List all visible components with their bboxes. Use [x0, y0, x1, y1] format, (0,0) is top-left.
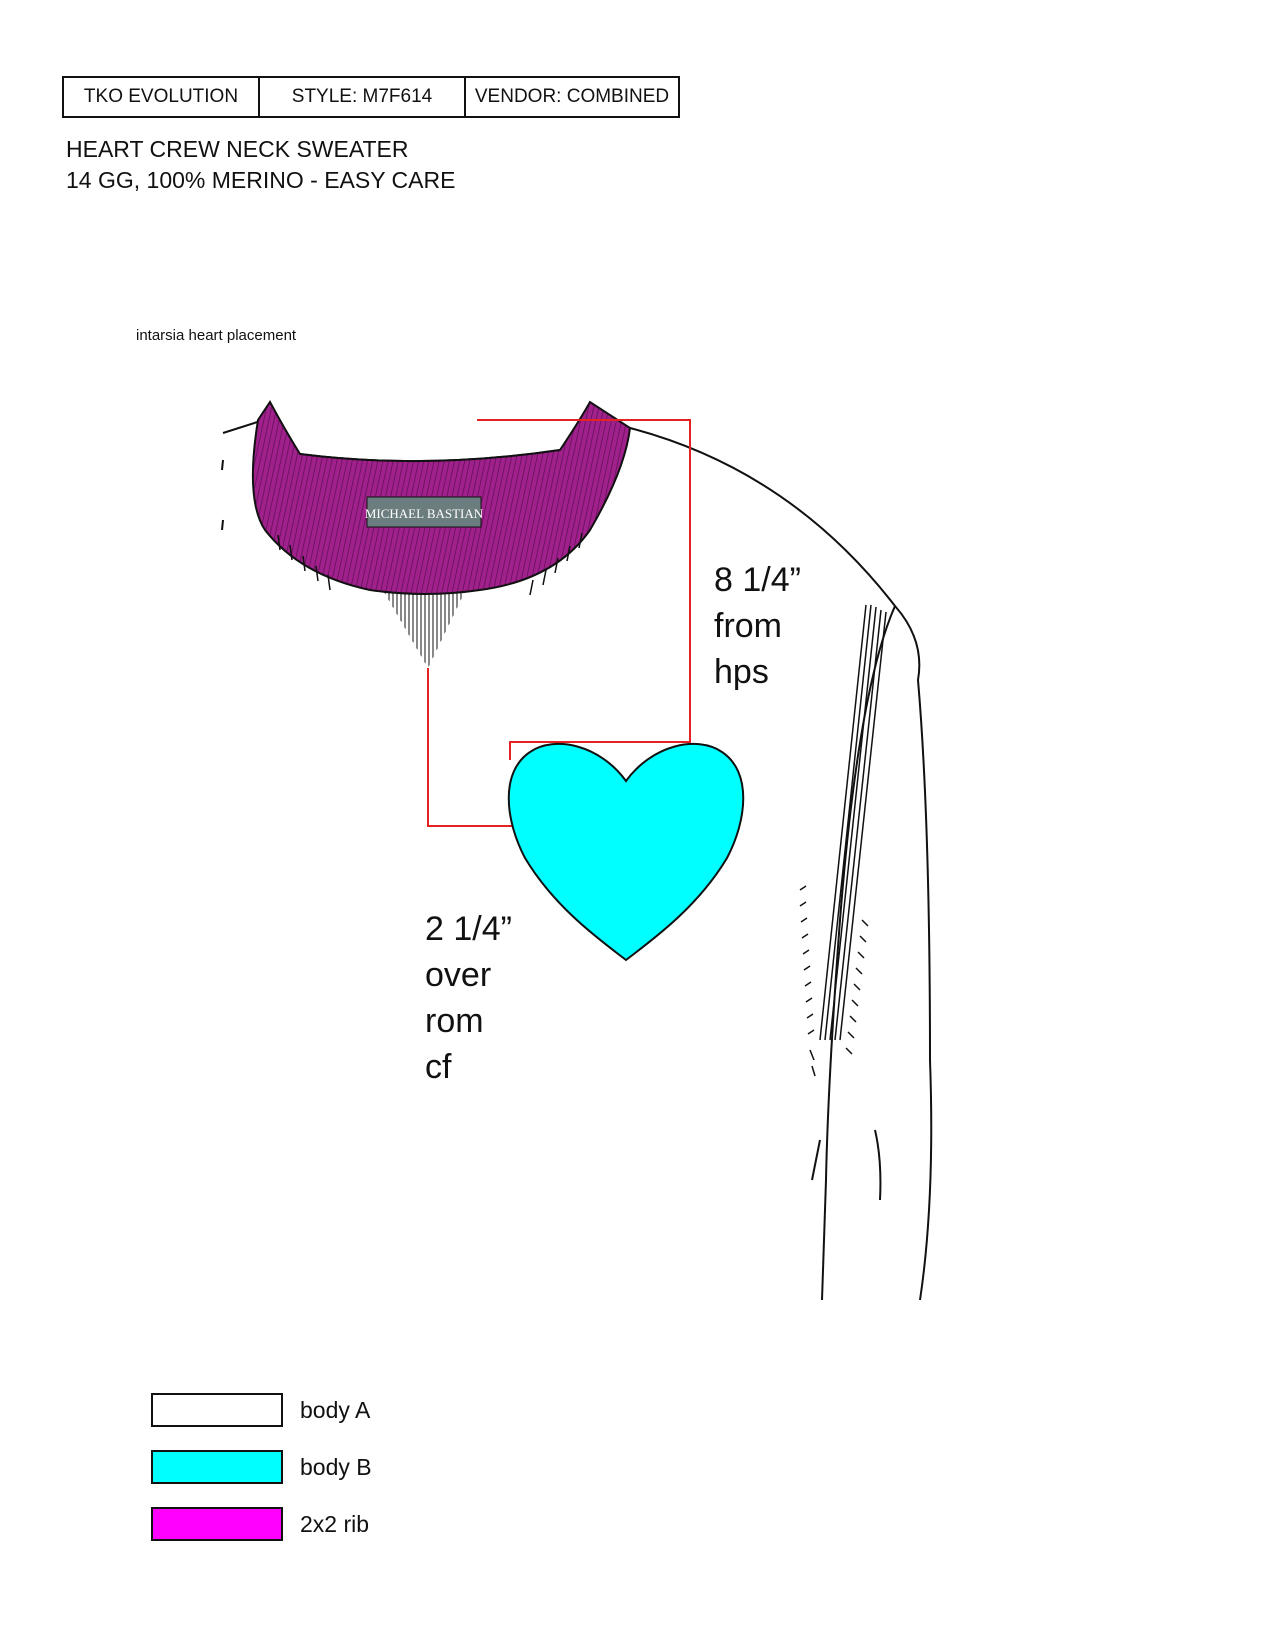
neck-label-text: MICHAEL BASTIAN — [365, 506, 484, 521]
cf-dimension-label: 2 1/4” over rom cf — [425, 906, 512, 1090]
header-vendor: VENDOR: COMBINED — [474, 86, 670, 107]
dimension-lines — [427, 419, 691, 827]
legend-item-rib: 2x2 rib — [151, 1506, 372, 1542]
neck-label — [366, 496, 482, 528]
legend-swatch — [151, 1507, 283, 1541]
sleeve-ticks — [799, 885, 869, 1077]
header-table: TKO EVOLUTION STYLE: M7F614 VENDOR: COMB… — [62, 76, 680, 118]
hps-measure: 8 1/4” — [714, 561, 801, 599]
legend-label: body A — [300, 1396, 371, 1423]
cf-measure: 2 1/4” — [425, 910, 512, 948]
legend-item-body-b: body B — [151, 1449, 372, 1485]
sleeve-seam — [819, 604, 887, 1041]
garment-name: HEART CREW NECK SWEATER — [66, 136, 409, 162]
cf-ref: cf — [425, 1048, 452, 1086]
header-style: STYLE: M7F614 — [260, 78, 466, 116]
hps-ref: hps — [714, 653, 769, 691]
hps-dimension-label: 8 1/4” from hps — [714, 557, 801, 695]
header-brand: TKO EVOLUTION — [64, 78, 260, 116]
collar-ticks — [277, 532, 583, 596]
intarsia-heart — [507, 743, 745, 962]
neck-placket — [380, 585, 468, 668]
cf-rom: rom — [425, 1002, 484, 1040]
legend-item-body-a: body A — [151, 1392, 372, 1428]
garment-title: HEART CREW NECK SWEATER 14 GG, 100% MERI… — [66, 134, 455, 196]
hps-from: from — [714, 607, 782, 645]
cf-over: over — [425, 956, 492, 994]
legend-label: 2x2 rib — [300, 1510, 370, 1537]
legend-swatch — [151, 1450, 283, 1484]
garment-spec: 14 GG, 100% MERINO - EASY CARE — [66, 167, 456, 193]
legend-label: body B — [300, 1453, 372, 1480]
color-legend: body A body B 2x2 rib — [151, 1392, 372, 1563]
legend-swatch — [151, 1393, 283, 1427]
placement-caption: intarsia heart placement — [136, 327, 297, 344]
